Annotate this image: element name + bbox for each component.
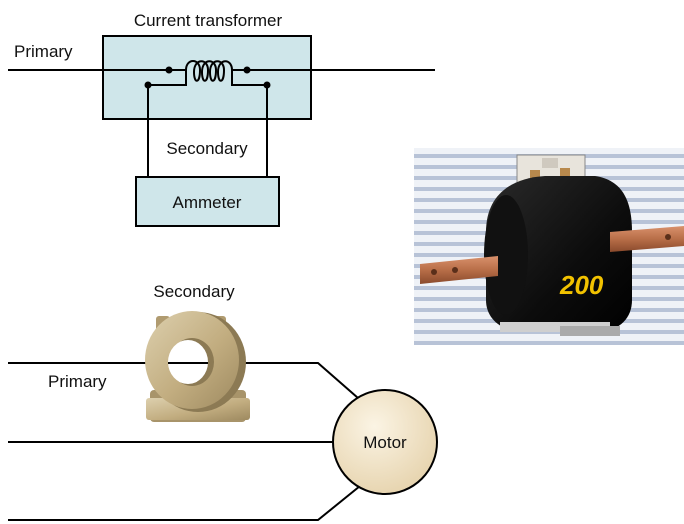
motor-diagram: Secondary Primary Motor: [8, 282, 438, 521]
ammeter-label: Ammeter: [173, 193, 242, 212]
secondary-lead-right: [231, 70, 268, 178]
motor-circle: [332, 389, 438, 495]
ct-bus-bar: [420, 256, 498, 284]
lead-dot-left: [144, 81, 152, 89]
secondary-lead-left: [147, 70, 187, 178]
ct-rating-text: 200: [559, 270, 604, 300]
motor-label: Motor: [363, 433, 407, 452]
transformer-coil: [169, 60, 247, 82]
coil-dot-left: [165, 66, 173, 74]
primary-label-bottom: Primary: [48, 372, 107, 391]
ct-schematic: Current transformer Primary Secondary Am…: [8, 11, 435, 227]
secondary-label-top: Secondary: [166, 139, 248, 158]
ct-title: Current transformer: [134, 11, 283, 30]
primary-label-top: Primary: [14, 42, 73, 61]
secondary-label-bottom: Secondary: [153, 282, 235, 301]
ammeter-box: [135, 176, 280, 227]
conductor-top-right: [232, 362, 359, 399]
toroid-ct: [145, 311, 250, 422]
conductor-bottom: [8, 485, 361, 521]
coil-dot-right: [243, 66, 251, 74]
lead-dot-right: [263, 81, 271, 89]
ct-photo: 200: [414, 148, 684, 345]
